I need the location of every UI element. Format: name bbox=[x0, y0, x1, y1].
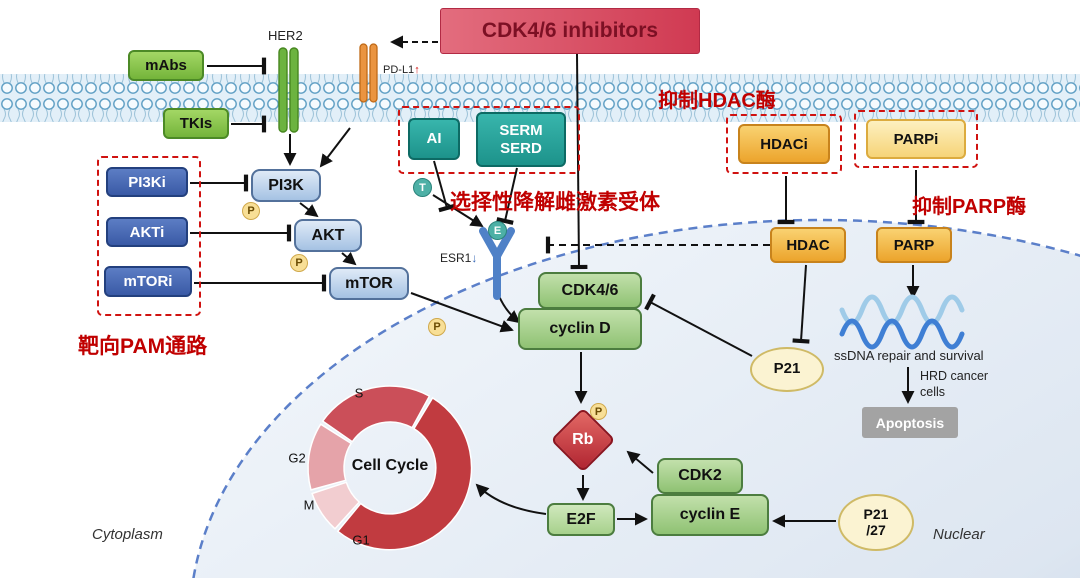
cell-cycle-phase-label: M bbox=[304, 497, 315, 512]
esr1-down-arrow: ↓ bbox=[471, 251, 478, 265]
cytoplasm-label: Cytoplasm bbox=[92, 526, 163, 543]
estrogen-receptor-icon bbox=[479, 227, 515, 300]
akti-label: AKTi bbox=[129, 223, 165, 241]
cyclin-e-label: cyclin E bbox=[679, 506, 741, 523]
pi3k-box: PI3K bbox=[251, 169, 321, 202]
p21-label: P21 bbox=[773, 360, 801, 378]
parpi-label: PARPi bbox=[893, 130, 939, 148]
serm-serd-box: SERM SERD bbox=[476, 112, 566, 167]
connectors bbox=[190, 35, 925, 528]
dna-helix-icon bbox=[839, 294, 965, 350]
phospho-badge: P bbox=[290, 254, 308, 272]
mtor-label: mTOR bbox=[345, 274, 393, 292]
pi3ki-box: PI3Ki bbox=[106, 167, 188, 197]
cdk2-label: CDK2 bbox=[678, 467, 722, 484]
nuclear-label: Nuclear bbox=[933, 526, 985, 543]
parp-label: PARP bbox=[893, 236, 935, 254]
serd-note: 选择性降解雌激素受体 bbox=[450, 191, 660, 214]
phospho-badge: P bbox=[242, 202, 260, 220]
pdl1-label: PD-L1↑ bbox=[383, 64, 420, 76]
estrogen-badge: E bbox=[488, 221, 507, 240]
hrd-label: HRD cancer cells bbox=[920, 369, 989, 400]
cell-cycle-segment-M bbox=[311, 481, 361, 530]
parpi-box: PARPi bbox=[866, 119, 966, 159]
cdk46-label: CDK4/6 bbox=[561, 281, 619, 299]
cyclin-e-box: cyclin E bbox=[651, 494, 769, 536]
p21-27-top-label: P21 bbox=[863, 506, 889, 523]
cell-cycle-phase-label: G1 bbox=[352, 532, 369, 547]
parp-note: 抑制PARP酶 bbox=[912, 196, 1027, 218]
endocrine-drugs-dashed-box bbox=[398, 106, 580, 174]
hdac-label: HDAC bbox=[786, 236, 830, 254]
testosterone-badge: T bbox=[413, 178, 432, 197]
cell-cycle-segment-G2 bbox=[307, 423, 353, 491]
mabs-label: mAbs bbox=[145, 57, 187, 74]
tkis-box: TKIs bbox=[163, 108, 229, 139]
nucleus-boundary bbox=[192, 218, 1080, 578]
e2f-label: E2F bbox=[566, 510, 596, 528]
e2f-box: E2F bbox=[547, 503, 615, 536]
cell-cycle-segment-G1 bbox=[336, 396, 473, 551]
ai-label: AI bbox=[426, 130, 442, 148]
cell-cycle-phase-label: G2 bbox=[288, 450, 305, 465]
p21-27-ellipse: P21 /27 bbox=[838, 494, 914, 551]
her2-receptor-icon bbox=[278, 47, 299, 133]
ai-box: AI bbox=[408, 118, 460, 160]
esr1-text: ESR1 bbox=[440, 251, 472, 265]
pam-inhibitors-dashed-box bbox=[97, 156, 201, 316]
cell-cycle-phase-label: S bbox=[355, 385, 364, 400]
cyclin-d-label: cyclin D bbox=[549, 320, 611, 337]
cell-cycle-title: Cell Cycle bbox=[351, 457, 429, 474]
serd-label: SERD bbox=[500, 139, 542, 157]
cell-cycle-segment-S bbox=[321, 385, 431, 443]
esr1-label: ESR1↓ bbox=[440, 251, 477, 265]
hdaci-box: HDACi bbox=[738, 124, 830, 164]
apoptosis-box: Apoptosis bbox=[862, 407, 958, 438]
cdk46-inhibitors-banner: CDK4/6 inhibitors bbox=[440, 8, 700, 54]
mabs-box: mAbs bbox=[128, 50, 204, 81]
p21-ellipse: P21 bbox=[750, 347, 824, 392]
phospho-badge: P bbox=[590, 403, 607, 420]
akti-box: AKTi bbox=[106, 217, 188, 247]
pdl1-receptor-icon bbox=[359, 43, 378, 103]
pdl1-text: PD-L1 bbox=[383, 64, 415, 76]
parp-box: PARP bbox=[876, 227, 952, 263]
cdk46-box: CDK4/6 bbox=[538, 272, 642, 309]
cell-cycle-donut: G1 M G2 S bbox=[288, 385, 473, 551]
hdaci-dashed-box bbox=[726, 114, 842, 174]
pi3ki-label: PI3Ki bbox=[128, 173, 166, 191]
akt-box: AKT bbox=[294, 219, 362, 252]
akt-label: AKT bbox=[311, 226, 345, 244]
ssdna-label: ssDNA repair and survival bbox=[834, 348, 984, 363]
mtori-label: mTORi bbox=[123, 273, 173, 290]
banner-label: CDK4/6 inhibitors bbox=[481, 19, 659, 42]
hdaci-label: HDACi bbox=[760, 135, 808, 153]
pam-pathway-note: 靶向PAM通路 bbox=[78, 335, 208, 358]
hdac-box: HDAC bbox=[770, 227, 846, 263]
hdac-note: 抑制HDAC酶 bbox=[658, 90, 776, 112]
phospho-badge: P bbox=[428, 318, 446, 336]
pdl1-up-arrow: ↑ bbox=[414, 64, 420, 76]
cdk2-box: CDK2 bbox=[657, 458, 743, 494]
serm-label: SERM bbox=[499, 122, 543, 140]
mtori-box: mTORi bbox=[104, 266, 192, 297]
pi3k-label: PI3K bbox=[268, 176, 304, 194]
mtor-box: mTOR bbox=[329, 267, 409, 300]
apoptosis-label: Apoptosis bbox=[875, 414, 945, 431]
parpi-dashed-box bbox=[854, 110, 978, 168]
cyclin-d-box: cyclin D bbox=[518, 308, 642, 350]
rb-label: Rb bbox=[572, 430, 594, 448]
p21-27-bottom-label: /27 bbox=[866, 521, 886, 538]
her2-label: HER2 bbox=[268, 28, 303, 43]
tkis-label: TKIs bbox=[179, 115, 213, 132]
